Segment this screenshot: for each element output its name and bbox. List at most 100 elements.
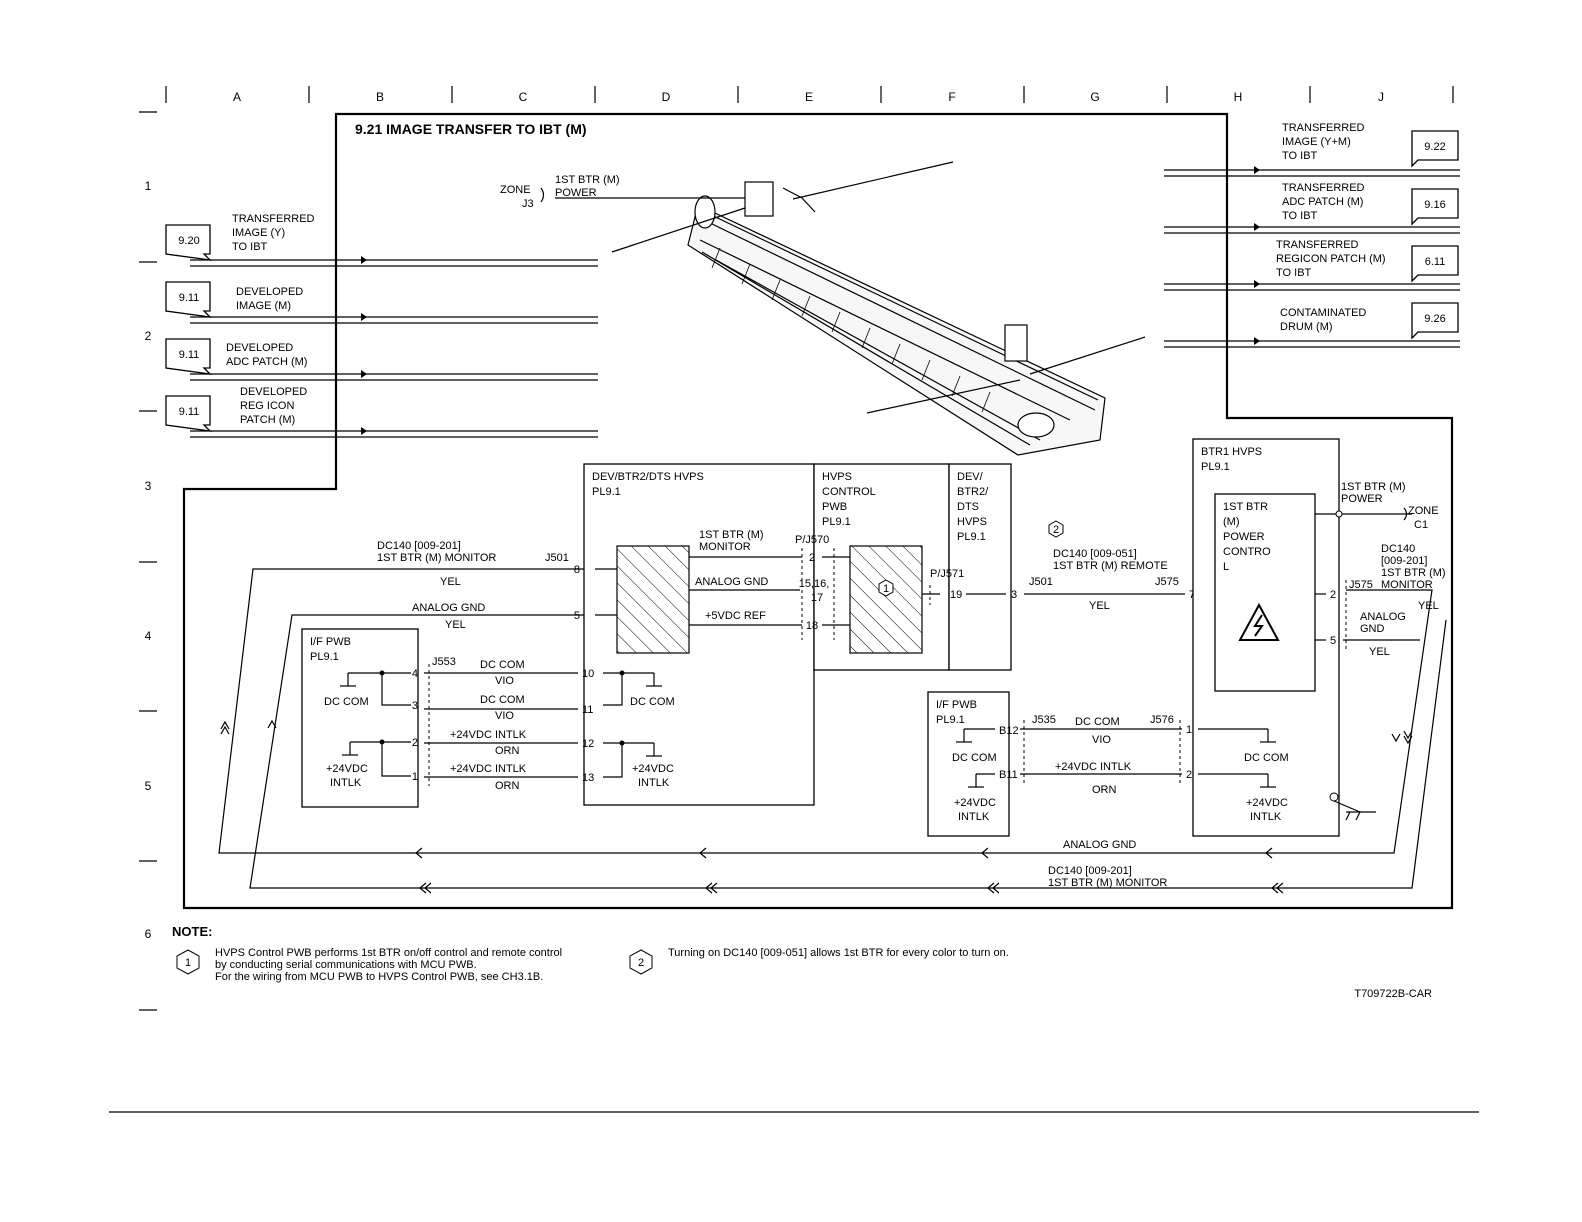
btr1-box-label: PL9.1 xyxy=(1201,461,1230,473)
ifpwb-label: PL9.1 xyxy=(936,714,965,726)
notes-heading: NOTE: xyxy=(172,924,212,939)
dc-com-label: DC COM xyxy=(630,696,675,708)
pin: 5 xyxy=(1330,635,1336,647)
input-label: IMAGE (Y) xyxy=(232,227,285,239)
if-pwb-2-wiring: B12 B11 DC COM +24VDC INTLK J535 J576 DC… xyxy=(952,714,1289,823)
output-chain-4: CONTAMINATED DRUM (M) 9.26 xyxy=(1164,302,1460,348)
ifpwb-label: I/F PWB xyxy=(936,699,977,711)
intlk-label: INTLK xyxy=(638,777,670,789)
remote-wiring: 2 DC140 [009-051] 1ST BTR (M) REMOTE J50… xyxy=(1024,520,1215,650)
connector-label: J575 xyxy=(1349,579,1373,591)
input-label: DEVELOPED xyxy=(226,342,293,354)
chain-ref: 9.11 xyxy=(179,406,200,418)
signal-label: 1ST BTR (M) MONITOR xyxy=(377,552,496,564)
chain-ref: 9.22 xyxy=(1424,141,1445,153)
wire-color: ORN xyxy=(1092,784,1117,796)
btr-ctrl-label: POWER xyxy=(1223,531,1265,543)
col-label: H xyxy=(1234,90,1243,104)
row-label: 3 xyxy=(145,479,152,493)
pin: 3 xyxy=(412,700,418,712)
pin: 2 xyxy=(1186,769,1192,781)
chain-boundary xyxy=(182,112,1454,910)
control-box-label: CONTROL xyxy=(822,486,876,498)
page-title: 9.21 IMAGE TRANSFER TO IBT (M) xyxy=(355,121,587,137)
row-label: 1 xyxy=(145,179,152,193)
dc-com-label: DC COM xyxy=(324,696,369,708)
btr-ctrl-label: L xyxy=(1223,561,1229,573)
column-ruler: A B C D E F G H J xyxy=(165,86,1454,104)
chain-ref-box xyxy=(165,224,212,261)
col-label: A xyxy=(233,90,241,104)
wire-color: VIO xyxy=(1092,734,1111,746)
chain-ref: 9.20 xyxy=(178,235,199,247)
if-pwb-box-2 xyxy=(927,691,1010,837)
output-label: IMAGE (Y+M) xyxy=(1282,136,1351,148)
pin: 11 xyxy=(582,704,593,716)
chain-ref: 9.26 xyxy=(1424,313,1445,325)
wire-color: YEL xyxy=(1418,600,1439,612)
chain-ref-box xyxy=(165,281,212,318)
control-circuit-block xyxy=(849,545,923,654)
dev-box-label: DEV/ xyxy=(957,471,984,483)
zone-label: C1 xyxy=(1414,519,1428,531)
input-label: ADC PATCH (M) xyxy=(226,356,307,368)
input-label: TO IBT xyxy=(232,241,268,253)
row-label: 6 xyxy=(145,927,152,941)
btr-power-label: 1ST BTR (M) xyxy=(555,174,620,186)
hvps-circuit-block xyxy=(616,545,690,654)
pin: 15,16, xyxy=(799,578,830,590)
pin: 2 xyxy=(1330,589,1336,601)
row-label: 5 xyxy=(145,779,152,793)
dev-box-label: HVPS xyxy=(957,516,987,528)
dc-com-label: DC COM xyxy=(952,752,997,764)
hvps-box-label: PL9.1 xyxy=(592,486,621,498)
signal-label: DC140 [009-201] xyxy=(1048,865,1132,877)
hvps-internal-signals: 1ST BTR (M) MONITOR P/J570 2 ANALOG GND … xyxy=(689,529,1017,640)
col-label: F xyxy=(948,90,955,104)
pin: 5 xyxy=(574,610,580,622)
btr-ctrl-label: (M) xyxy=(1223,516,1240,528)
col-label: D xyxy=(662,90,671,104)
output-label: TO IBT xyxy=(1282,210,1318,222)
wire-signal: +24VDC INTLK xyxy=(1055,761,1132,773)
col-label: B xyxy=(376,90,384,104)
col-label: E xyxy=(805,90,813,104)
hvps-box-label: DEV/BTR2/DTS HVPS xyxy=(592,471,704,483)
high-voltage-icon xyxy=(1238,602,1280,641)
note-1-text: For the wiring from MCU PWB to HVPS Cont… xyxy=(215,971,543,983)
signal-label: DC140 [009-051] xyxy=(1053,548,1137,560)
input-chains: 9.20 TRANSFERRED IMAGE (Y) TO IBT 9.11 D… xyxy=(165,213,598,438)
pin: 7 xyxy=(1189,589,1195,601)
pin: 17 xyxy=(811,592,823,604)
input-chain-4: 9.11 DEVELOPED REG ICON PATCH (M) xyxy=(165,386,598,438)
dc-com-label: DC COM xyxy=(1244,752,1289,764)
output-chain-3: TRANSFERRED REGICON PATCH (M) TO IBT 6.1… xyxy=(1164,239,1460,291)
control-box-label: PL9.1 xyxy=(822,516,851,528)
note-2-marker: 2 xyxy=(1053,524,1059,536)
note-2-text: Turning on DC140 [009-051] allows 1st BT… xyxy=(668,947,1009,959)
drawing-ref-code: T709722B-CAR xyxy=(1354,988,1432,1000)
signal-label: ANALOG xyxy=(1360,611,1406,623)
row-label: 4 xyxy=(145,629,152,643)
input-chain-3: 9.11 DEVELOPED ADC PATCH (M) xyxy=(165,338,598,381)
dev-box-label: DTS xyxy=(957,501,979,513)
signal-label: MONITOR xyxy=(699,541,751,553)
intlk-label: INTLK xyxy=(958,811,990,823)
wire-signal: +24VDC INTLK xyxy=(450,729,527,741)
chain-ref-box xyxy=(165,338,212,375)
connector-label: J575 xyxy=(1155,576,1179,588)
signal-label: +5VDC REF xyxy=(705,610,766,622)
dev-hvps-box xyxy=(948,463,1012,671)
output-label: TRANSFERRED xyxy=(1276,239,1359,251)
input-label: TRANSFERRED xyxy=(232,213,315,225)
connector-label: P/J571 xyxy=(930,568,964,580)
ifpwb-label: I/F PWB xyxy=(310,636,351,648)
control-box-label: PWB xyxy=(822,501,847,513)
note-1-number: 1 xyxy=(185,957,191,969)
col-label: C xyxy=(519,90,528,104)
btr-control-box xyxy=(1214,493,1316,692)
input-chain-2: 9.11 DEVELOPED IMAGE (M) xyxy=(165,281,598,324)
connector-label: J535 xyxy=(1032,714,1056,726)
chain-ref-box xyxy=(1411,188,1459,226)
pin: 19 xyxy=(950,589,962,601)
